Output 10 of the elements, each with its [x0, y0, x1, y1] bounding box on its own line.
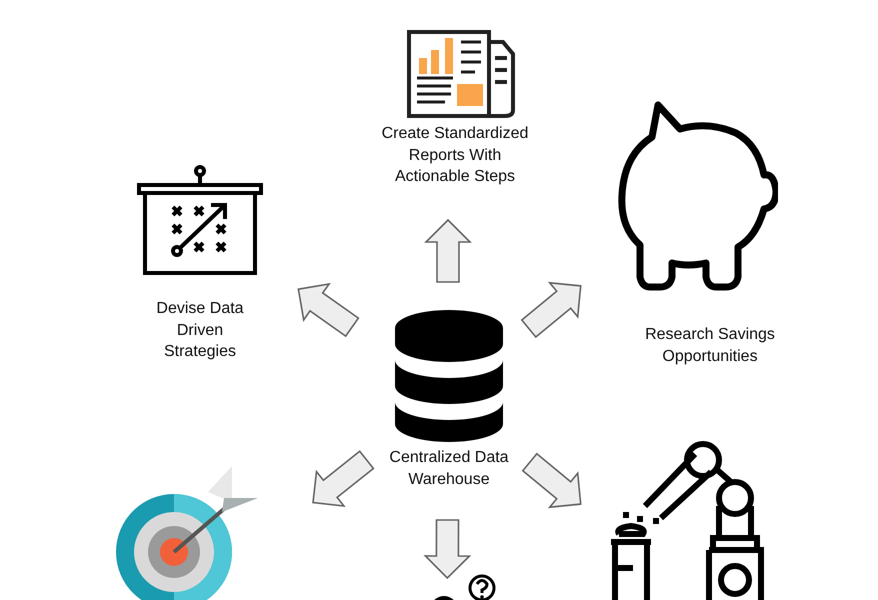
- node-label: Devise Data Driven Strategies: [155, 299, 245, 362]
- node-label: Create Standardized Reports With Actionable Steps: [380, 124, 530, 187]
- node-label: Centralized Data Warehouse: [388, 448, 510, 490]
- block-arrow: [520, 282, 582, 338]
- block-arrow: [423, 519, 472, 580]
- node-label: Research Savings Opportunities: [644, 325, 776, 366]
- block-arrow: [424, 218, 472, 283]
- block-arrow: [522, 452, 582, 508]
- block-arrow: [297, 282, 360, 338]
- block-arrow: [312, 450, 375, 508]
